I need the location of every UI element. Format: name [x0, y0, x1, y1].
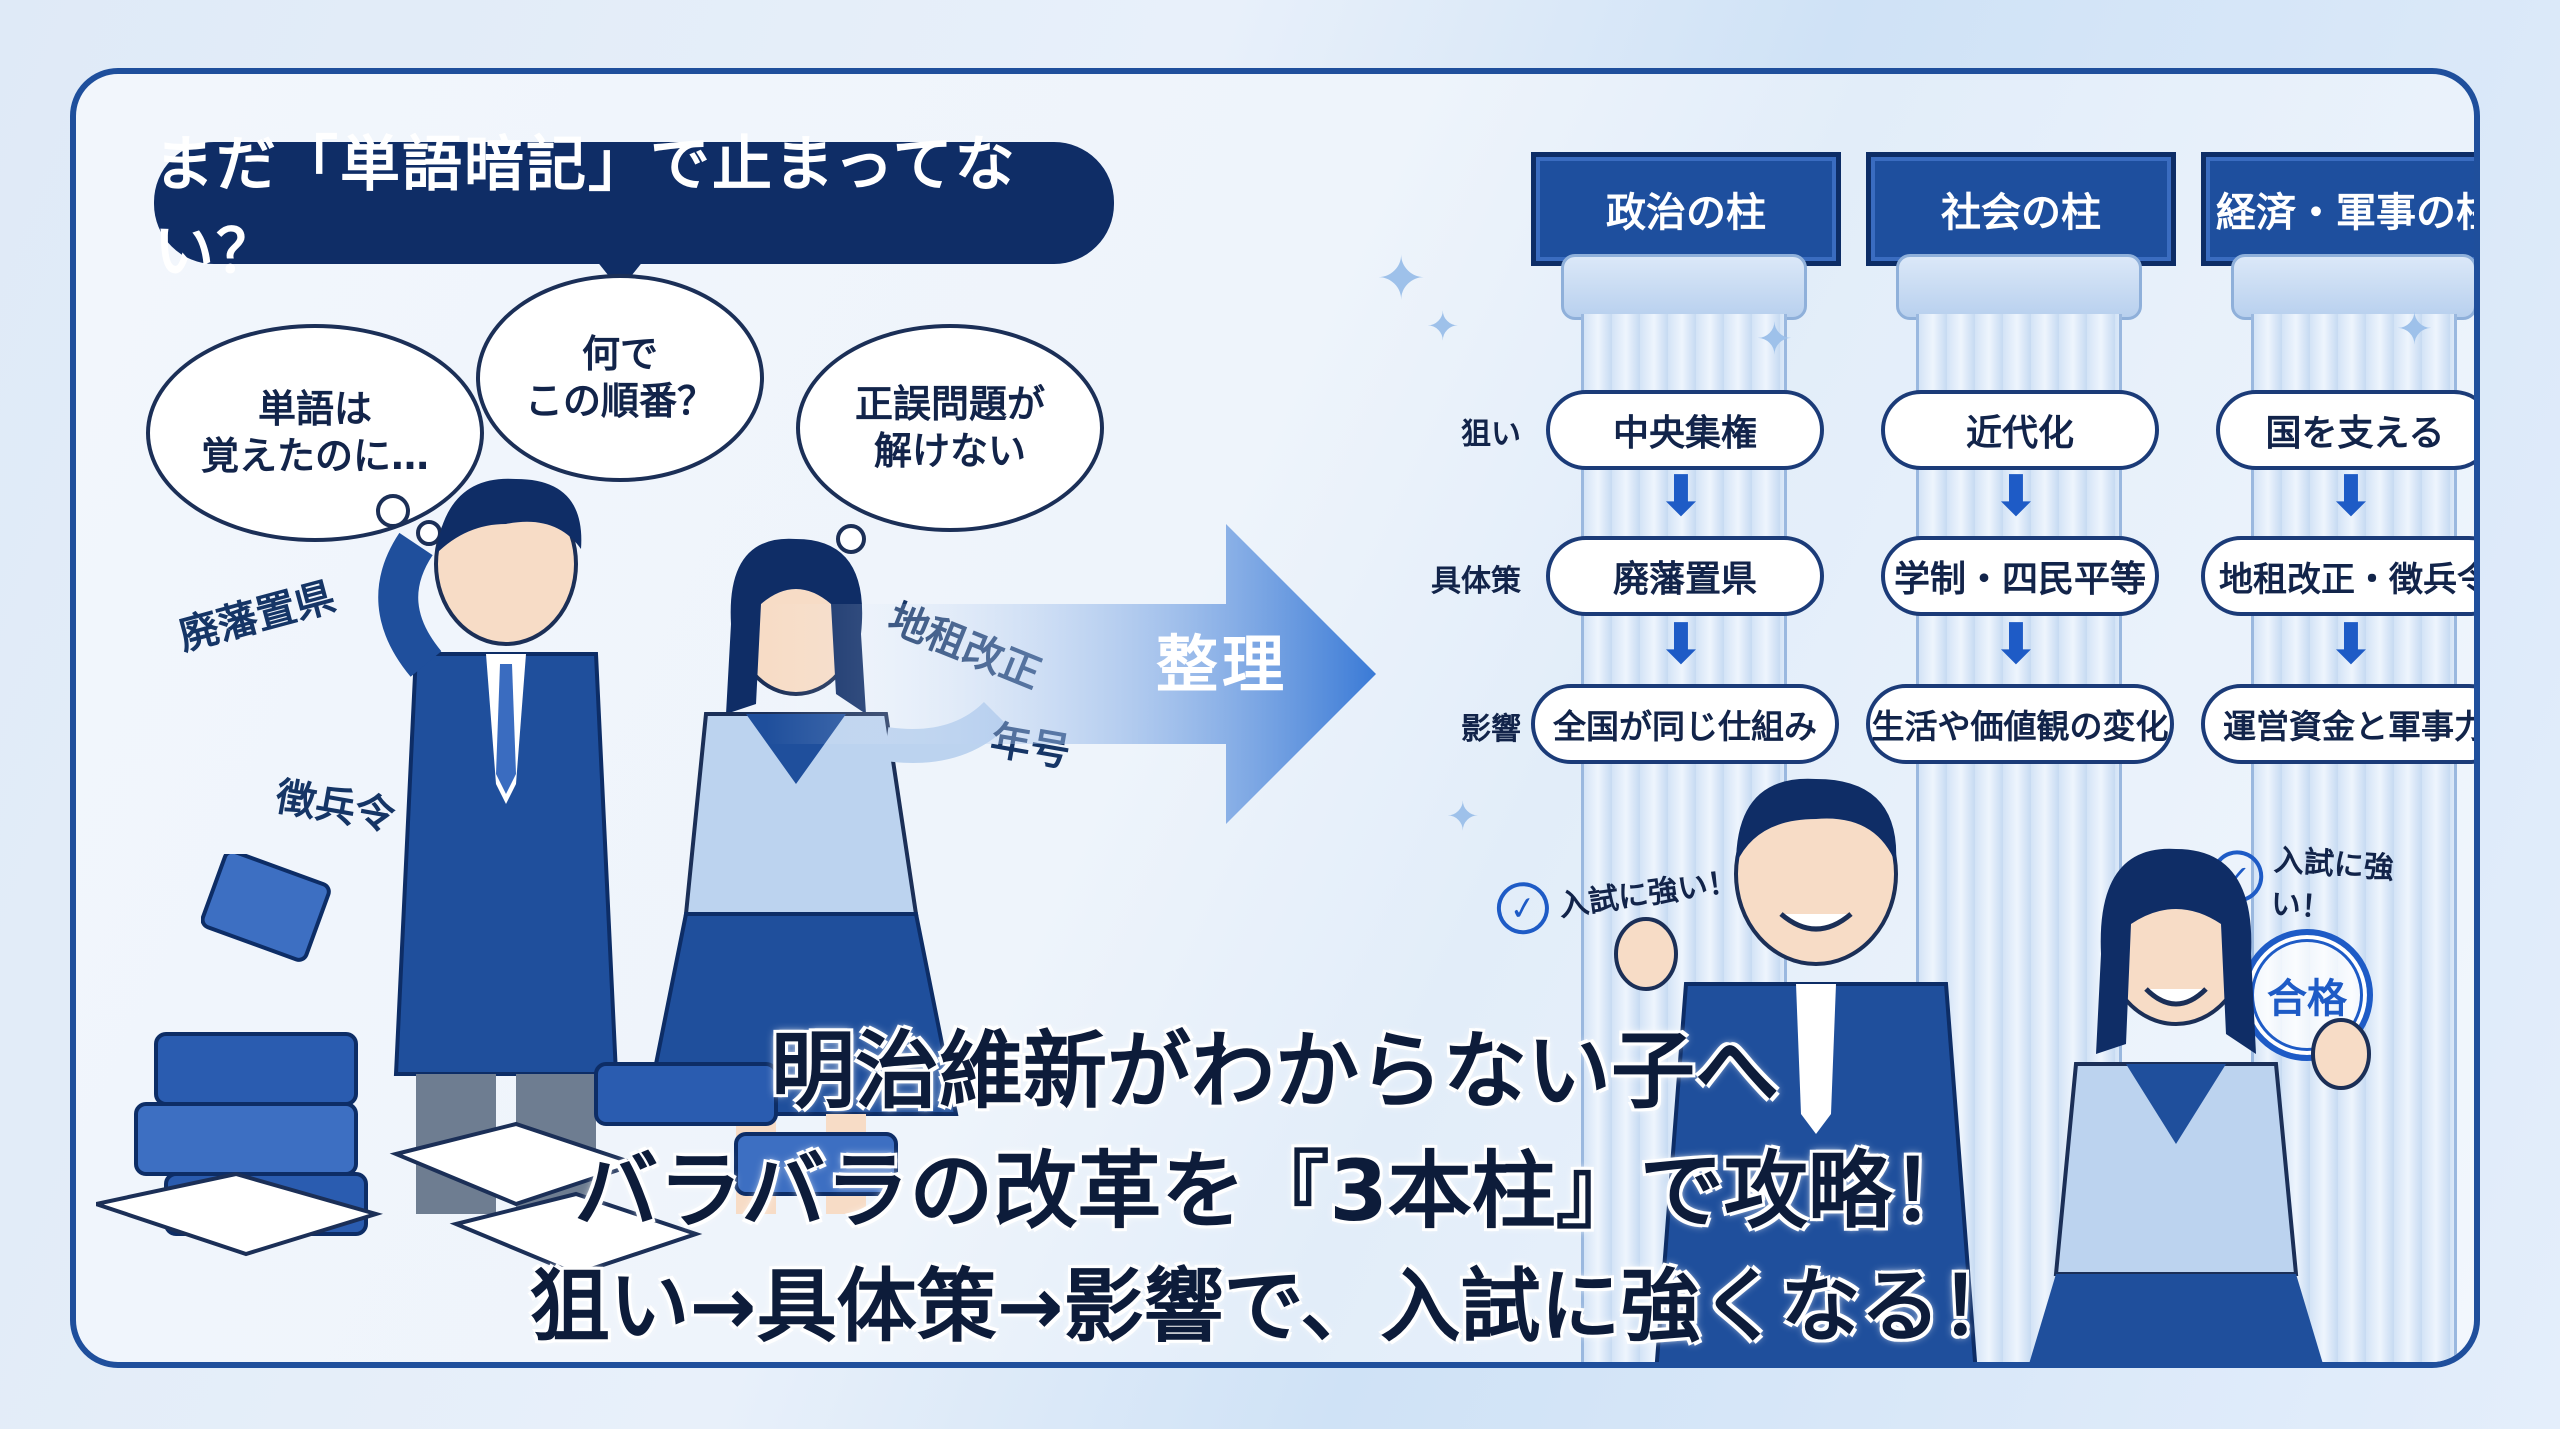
aim-economy: 国を支える [2216, 390, 2474, 470]
policy-politics: 廃藩置県 [1546, 536, 1824, 616]
arrow-label: 整理 [1156, 628, 1289, 701]
effect-politics: 全国が同じ仕組み [1531, 684, 1839, 764]
sparkle-icon: ✦ [1426, 304, 1460, 350]
row-label-effect: 影響 [1461, 712, 1521, 747]
book-icon [201, 854, 331, 962]
effect-society: 生活や価値観の変化 [1866, 684, 2174, 764]
thought-dot [836, 524, 866, 554]
sparkle-icon: ✦ [1756, 314, 1793, 365]
aim-society: 近代化 [1881, 390, 2159, 470]
thought-bubble-3: 正誤問題が 解けない [796, 324, 1104, 532]
check-circle-icon: ✓ [1493, 878, 1553, 938]
pillar-capital [1896, 254, 2142, 320]
down-arrow-icon: ⬇ [1992, 464, 2040, 529]
sparkle-icon: ✦ [1446, 794, 1480, 840]
thought-bubble-2: 何で この順番？ [476, 274, 764, 482]
policy-economy: 地租改正・徴兵令 [2201, 536, 2474, 616]
scattered-books [96, 1032, 898, 1277]
headline-line3: 狙い→具体策→影響で、入試に強くなる！ [529, 1260, 2021, 1353]
pillar-capital [1561, 254, 1807, 320]
organize-arrow [766, 524, 1376, 824]
question-banner: まだ「単語暗記」で止まってない？ [154, 130, 1114, 287]
sparkle-icon: ✦ [2396, 304, 2433, 355]
down-arrow-icon: ⬇ [1657, 612, 1705, 677]
down-arrow-icon: ⬇ [1992, 612, 2040, 677]
pillar-title-politics: 政治の柱 [1531, 152, 1841, 266]
thumbnail-frame: まだ「単語暗記」で止まってない？ 単語は 覚えたのに… 何で この順番？ 正誤問… [70, 68, 2480, 1368]
down-arrow-icon: ⬇ [2327, 464, 2375, 529]
happy-students-illustration [1614, 778, 2371, 1362]
down-arrow-icon: ⬇ [2327, 612, 2375, 677]
policy-society: 学制・四民平等 [1881, 536, 2159, 616]
thought-dot [376, 494, 410, 528]
row-label-aim: 狙い [1461, 417, 1521, 452]
aim-politics: 中央集権 [1546, 390, 1824, 470]
pillar-title-economy: 経済・軍事の柱 [2201, 152, 2474, 266]
headline-line1: 明治維新がわからない子へ [770, 1022, 1779, 1120]
pillar-capital [2231, 254, 2474, 320]
three-pillars: 政治の柱 社会の柱 経済・軍事の柱 狙い 具体策 影響 中央集権 ⬇ 廃藩置県 … [1431, 74, 2474, 1362]
row-label-policy: 具体策 [1431, 564, 1521, 599]
headline-line2: バラバラの改革を『3本柱』で攻略！ [574, 1142, 1976, 1240]
down-arrow-icon: ⬇ [1657, 464, 1705, 529]
effect-economy: 運営資金と軍事力 [2201, 684, 2474, 764]
thought-bubble-1: 単語は 覚えたのに… [146, 324, 484, 542]
sparkle-icon: ✦ [1376, 244, 1427, 314]
pillar-title-society: 社会の柱 [1866, 152, 2176, 266]
pass-stamp: 合格 [2241, 929, 2373, 1061]
